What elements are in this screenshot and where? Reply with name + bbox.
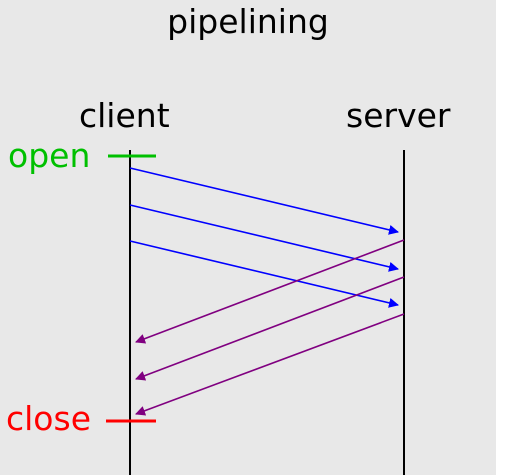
response-arrow-3 xyxy=(135,313,405,416)
request-arrow-3 xyxy=(129,240,399,308)
response-arrow-1 xyxy=(135,239,405,344)
response-arrow-2 xyxy=(135,276,405,381)
request-arrow-1 xyxy=(129,167,399,235)
close-label: close xyxy=(6,399,91,438)
server-label: server xyxy=(346,96,451,135)
diagram-background xyxy=(0,0,496,475)
request-arrow-2 xyxy=(129,204,399,272)
client-label: client xyxy=(79,96,170,135)
open-label: open xyxy=(8,136,91,175)
diagram-title: pipelining xyxy=(167,2,329,41)
